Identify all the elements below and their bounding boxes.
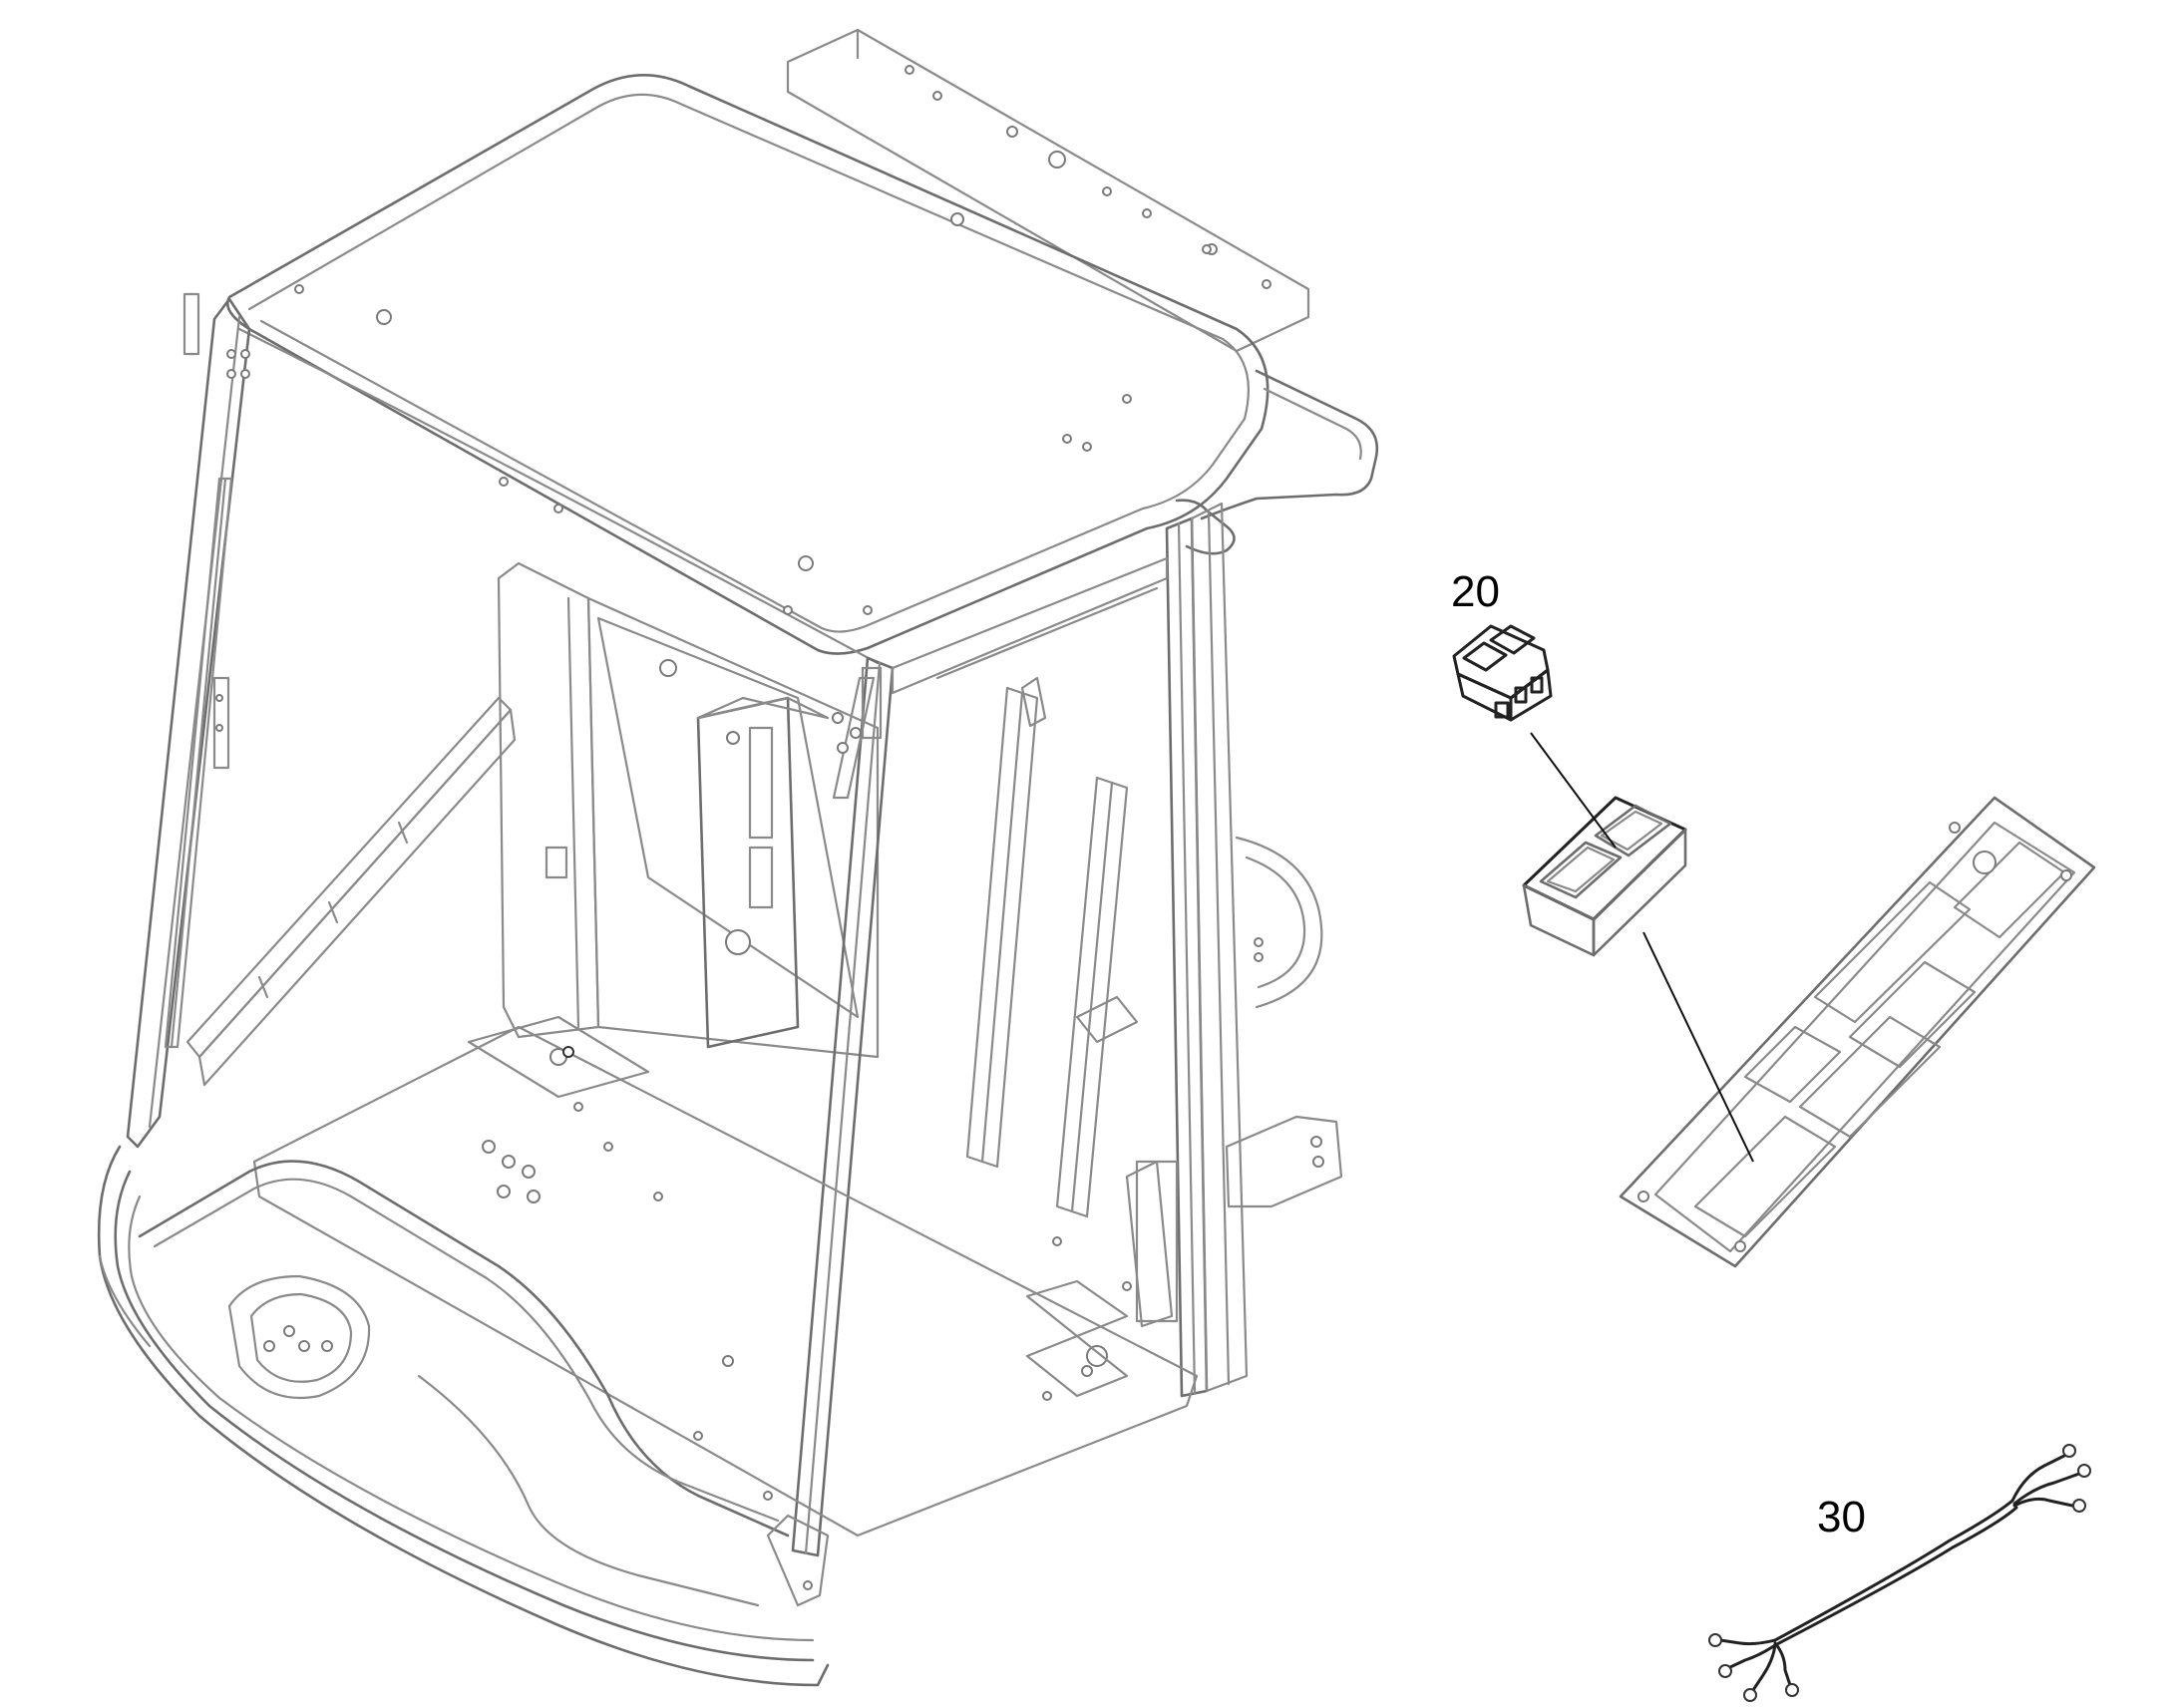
- roof-panel: [225, 74, 1270, 665]
- leader-line-switch: [1530, 732, 1617, 849]
- side-handrail: [1175, 369, 1379, 555]
- inner-side-posts: [965, 686, 1179, 1328]
- callout-30: 30: [1817, 1493, 1866, 1541]
- rear-mounting-plate: [786, 28, 1310, 353]
- front-console-tub: [97, 1145, 830, 1687]
- floor-plate: [252, 1015, 1199, 1537]
- right-side-bracket: [1225, 836, 1343, 1208]
- left-window-frame: [164, 477, 233, 1049]
- front-left-pillar: [126, 292, 251, 1149]
- cab-assembly: [97, 28, 1379, 1687]
- mounting-panel-part: [1619, 796, 2096, 1268]
- control-box: [696, 696, 830, 1049]
- callout-20: 20: [1451, 567, 1500, 616]
- wire-harness-part: [1708, 1444, 2091, 1702]
- rear-crossmember: [891, 556, 1169, 728]
- leader-line-bezel: [1642, 931, 1754, 1163]
- front-right-pillar: [791, 656, 895, 1557]
- switch-bezel-part: [1522, 796, 1687, 957]
- rear-corner-post: [1165, 502, 1249, 1398]
- rocker-switch-part: [1452, 624, 1553, 722]
- rear-wall: [497, 561, 880, 1059]
- diagonal-side-rail: [185, 696, 517, 1087]
